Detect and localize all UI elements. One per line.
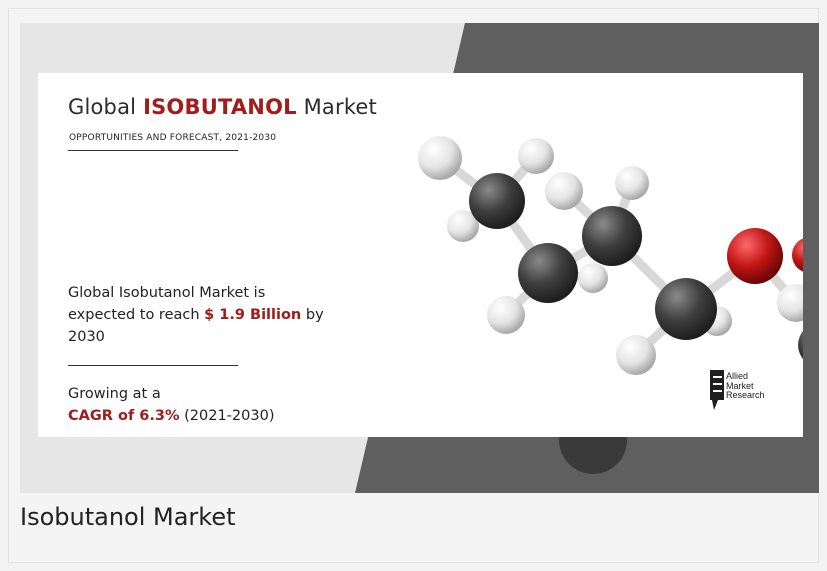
molecule-illustration (418, 136, 803, 375)
cagr-label: CAGR of 6.3% (68, 408, 180, 424)
title-prefix: Global (68, 95, 137, 119)
banner-title: Global ISOBUTANOL Market (68, 95, 377, 119)
logo-line-3: Research (726, 390, 765, 400)
growth-statement: Growing at a CAGR of 6.3% (2021-2030) (68, 383, 274, 427)
logo-text: Allied Market Research (726, 371, 765, 401)
growing-text: Growing at a (68, 386, 161, 402)
reach-divider (68, 365, 238, 366)
logo-line-1: Allied (726, 371, 749, 381)
reach-value: $ 1.9 Billion (204, 307, 302, 323)
cagr-period: (2021-2030) (184, 408, 275, 424)
banner-subtitle: OPPORTUNITIES AND FORECAST, 2021-2030 (69, 133, 277, 143)
reach-text-2: by 2030 (68, 307, 324, 345)
reach-statement: Global Isobutanol Market is expected to … (68, 282, 328, 348)
reach-text-1: Global Isobutanol Market is expected to … (68, 285, 266, 323)
logo-line-2: Market (726, 380, 754, 391)
image-caption: Isobutanol Market (20, 503, 236, 531)
title-suffix: Market (303, 95, 377, 119)
title-bold: ISOBUTANOL (143, 95, 297, 119)
allied-logo-icon (710, 370, 724, 410)
banner-panel (38, 73, 803, 437)
subtitle-divider (68, 150, 238, 151)
